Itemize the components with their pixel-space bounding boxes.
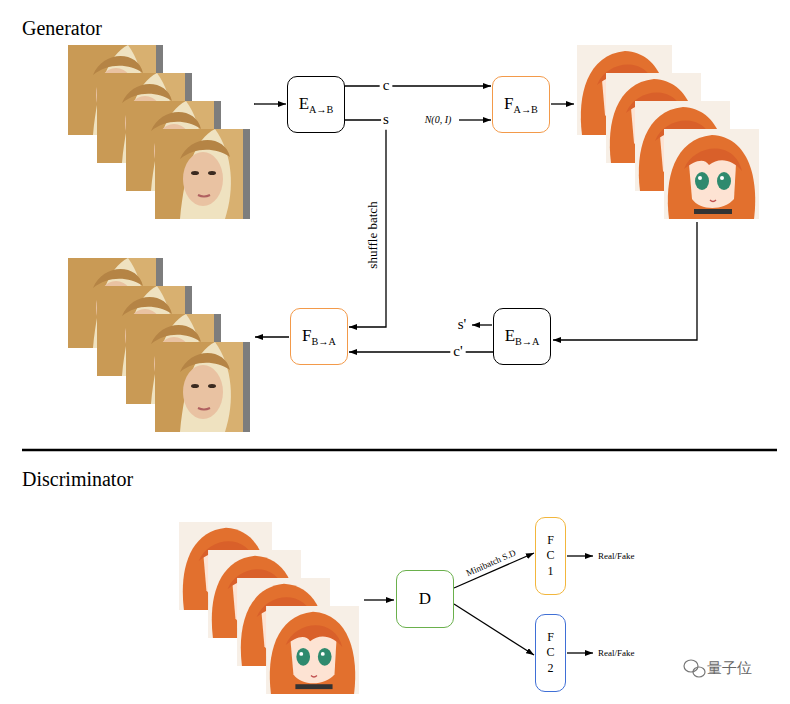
box-text: F: [302, 326, 311, 345]
arrow: [553, 222, 697, 340]
box-label: F C 1: [545, 533, 557, 580]
output-label: Real/Fake: [598, 551, 635, 561]
edge-label: c: [382, 77, 391, 94]
box-text: F C 2: [545, 630, 557, 677]
box-label: FA→B: [504, 95, 538, 114]
box-label: F C 2: [545, 630, 557, 677]
connector-arrow: [345, 120, 386, 327]
subscript-text: A→B: [309, 104, 333, 115]
box-label: EB→A: [505, 327, 540, 346]
box-text: E: [505, 326, 515, 345]
arrow: [459, 119, 491, 120]
box-text: D: [419, 589, 431, 608]
edge-label: Minibatch S.D: [464, 547, 517, 578]
fc-layer-box: F C 1: [535, 517, 566, 595]
box-label: FB→A: [302, 327, 336, 346]
flow-arrows: [254, 104, 697, 653]
connector-arrow: [349, 351, 493, 352]
decoder-box: FA→B: [492, 76, 550, 133]
anime-image: [664, 129, 759, 219]
fc-layer-box: F C 2: [535, 614, 566, 692]
photo-stack: [68, 258, 250, 432]
arrow: [551, 103, 574, 104]
arrow: [567, 555, 593, 556]
box-text: F C 1: [545, 533, 557, 580]
vector-label: s: [383, 111, 389, 128]
box-text: E: [299, 94, 309, 113]
section-heading: Discriminator: [22, 468, 133, 491]
box-label: EA→B: [299, 95, 334, 114]
edge-label: c': [452, 343, 463, 360]
watermark: 量子位: [707, 660, 752, 677]
vector-label: s': [458, 316, 467, 333]
photo: [155, 342, 250, 432]
box-text: F: [504, 94, 513, 113]
anime-stack: [179, 522, 359, 694]
discriminator-box: D: [396, 570, 454, 628]
connector-arrow: [454, 604, 534, 655]
separator-line: [22, 449, 777, 452]
subscript-text: B→A: [515, 336, 539, 347]
encoder-box: EB→A: [493, 308, 551, 365]
photo: [155, 129, 250, 219]
subscript-text: B→A: [312, 336, 336, 347]
section-heading: Generator: [22, 17, 102, 40]
output-label: Real/Fake: [598, 648, 635, 658]
edge-label: shuffle batch: [366, 201, 381, 268]
noise-label: N(0, I): [425, 114, 452, 126]
anime-stack: [577, 45, 759, 219]
arrow: [254, 103, 286, 104]
arrow: [567, 652, 593, 653]
connector-arrow: [345, 85, 491, 86]
watermark-icon: [684, 660, 705, 677]
decoder-box: FB→A: [290, 308, 348, 365]
photo-stack: [68, 45, 250, 219]
encoder-box: EA→B: [287, 76, 345, 133]
arrow: [364, 599, 394, 600]
arrow: [255, 336, 289, 337]
arrow: [472, 324, 492, 325]
subscript-text: A→B: [514, 104, 538, 115]
box-label: D: [419, 590, 431, 609]
anime-image: [266, 606, 359, 694]
